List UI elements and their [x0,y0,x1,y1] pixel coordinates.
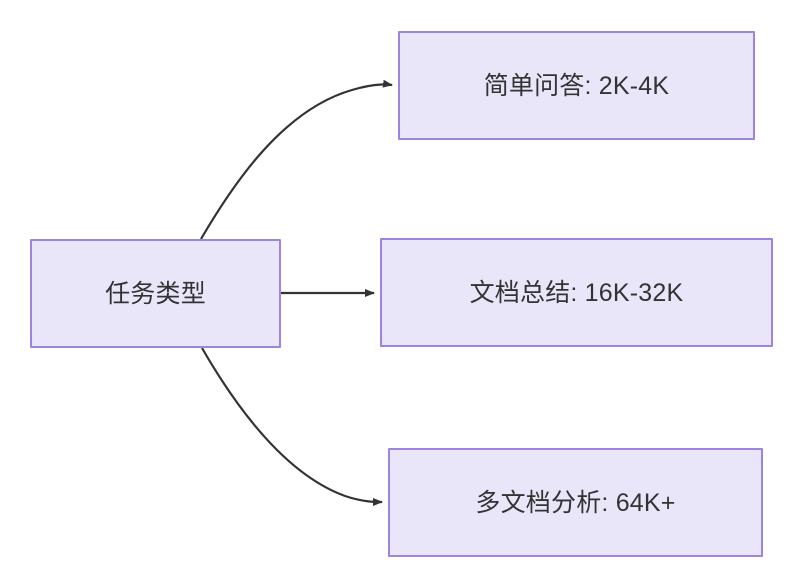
node-task-type-label: 任务类型 [105,279,206,308]
node-multi-doc-label: 多文档分析: 64K+ [475,488,676,517]
node-simple-qa-label: 简单问答: 2K-4K [483,71,670,100]
node-task-type[interactable]: 任务类型 [30,239,281,348]
edge-root-to-multi-doc [201,347,383,506]
node-doc-summary-label: 文档总结: 16K-32K [469,278,684,307]
edge-root-to-simple-qa [200,79,393,240]
node-multi-doc[interactable]: 多文档分析: 64K+ [388,448,763,557]
node-doc-summary[interactable]: 文档总结: 16K-32K [380,238,773,347]
node-simple-qa[interactable]: 简单问答: 2K-4K [398,31,755,140]
